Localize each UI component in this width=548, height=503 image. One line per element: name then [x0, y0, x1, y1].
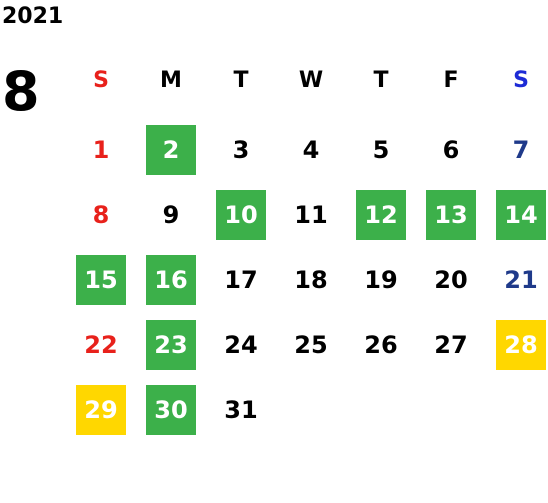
- day-cell: 14: [496, 190, 546, 240]
- weekday-header: S: [513, 68, 529, 93]
- weekday-header: W: [298, 68, 324, 93]
- day-cell: 20: [434, 266, 468, 294]
- day-cell: 12: [356, 190, 406, 240]
- day-cell: 19: [364, 266, 398, 294]
- day-cell: 22: [84, 331, 118, 359]
- day-cell: 21: [504, 266, 538, 294]
- day-cell: 2: [146, 125, 196, 175]
- day-cell: 9: [162, 201, 180, 229]
- day-cell: 16: [146, 255, 196, 305]
- day-cell: 28: [496, 320, 546, 370]
- day-cell: 31: [224, 396, 258, 424]
- day-cell: 13: [426, 190, 476, 240]
- day-cell: 5: [372, 136, 390, 164]
- day-cell: 11: [294, 201, 328, 229]
- day-cell: 1: [92, 136, 110, 164]
- weekday-header: T: [233, 68, 249, 93]
- day-cell: 7: [512, 136, 530, 164]
- day-cell: 3: [232, 136, 250, 164]
- weekday-header: M: [160, 68, 182, 93]
- day-cell: 23: [146, 320, 196, 370]
- calendar-year: 2021: [2, 4, 64, 29]
- day-cell: 18: [294, 266, 328, 294]
- day-cell: 10: [216, 190, 266, 240]
- weekday-header: F: [443, 68, 459, 93]
- calendar-month: 8: [2, 60, 40, 123]
- day-cell: 8: [92, 201, 110, 229]
- day-cell: 26: [364, 331, 398, 359]
- day-cell: 15: [76, 255, 126, 305]
- day-cell: 4: [302, 136, 320, 164]
- day-cell: 24: [224, 331, 258, 359]
- day-cell: 27: [434, 331, 468, 359]
- day-cell: 17: [224, 266, 258, 294]
- day-cell: 25: [294, 331, 328, 359]
- weekday-header: S: [93, 68, 109, 93]
- day-cell: 30: [146, 385, 196, 435]
- day-cell: 6: [442, 136, 460, 164]
- weekday-header: T: [373, 68, 389, 93]
- day-cell: 29: [76, 385, 126, 435]
